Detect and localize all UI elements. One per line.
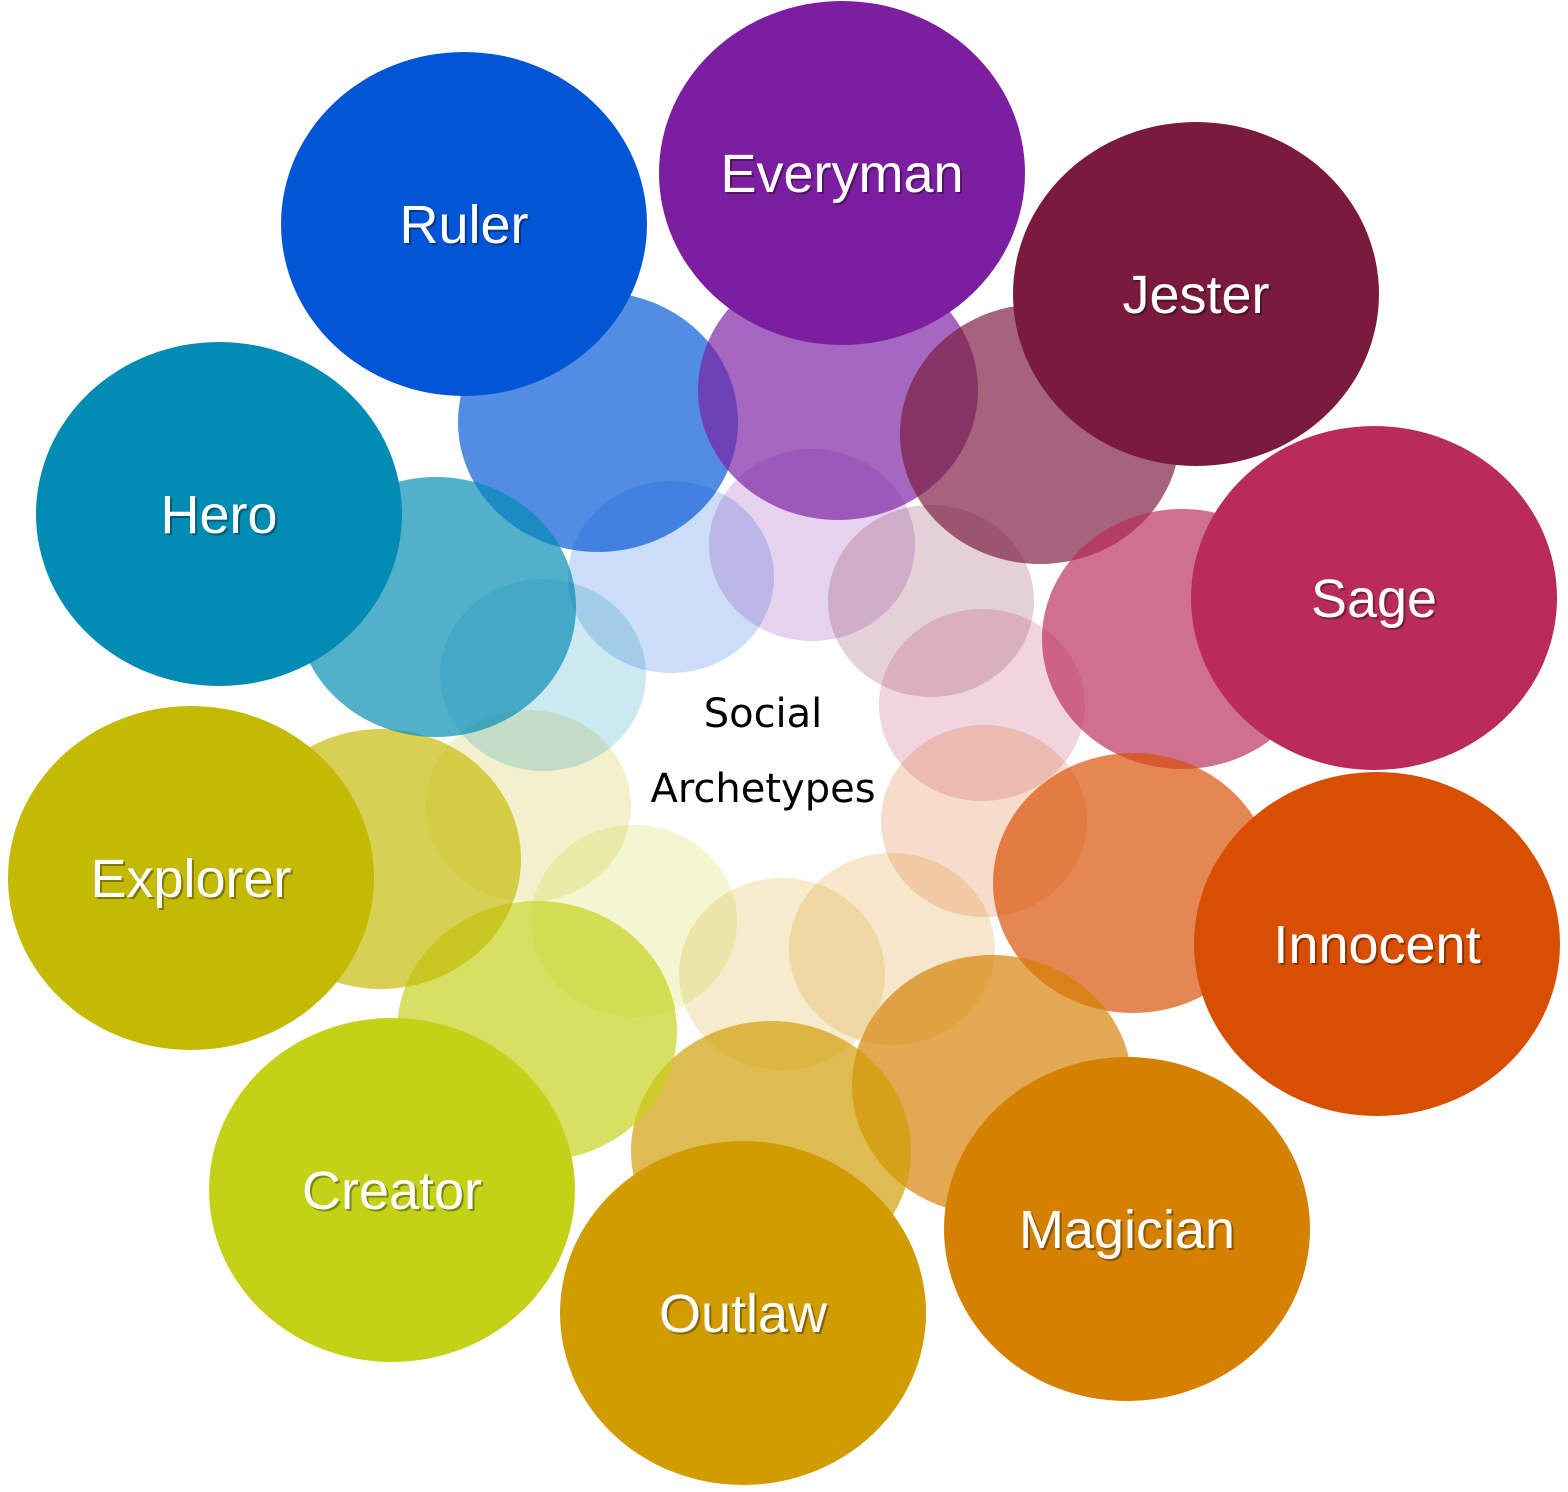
- archetype-circle-outlaw: [560, 1141, 926, 1485]
- archetype-label-shadow-outlaw: Outlaw: [661, 1286, 830, 1346]
- archetype-label-shadow-jester: Jester: [1124, 267, 1271, 327]
- archetype-label-outlaw: Outlaw: [659, 1284, 828, 1344]
- archetype-label-shadow-magician: Magician: [1021, 1202, 1237, 1262]
- archetype-label-shadow-ruler: Ruler: [401, 197, 530, 257]
- archetype-circle-creator: [209, 1018, 575, 1362]
- archetype-label-shadow-creator: Creator: [304, 1163, 484, 1223]
- faint-bubble-jester: [828, 505, 1034, 697]
- archetype-circle-magician: [944, 1057, 1310, 1401]
- center-label-line-1: Social: [704, 691, 823, 737]
- archetype-label-shadow-hero: Hero: [162, 487, 279, 547]
- archetype-circle-ruler: [281, 52, 647, 396]
- archetype-label-shadow-everyman: Everyman: [722, 146, 965, 206]
- center-label-line-2: Archetypes: [650, 766, 875, 812]
- archetype-label-shadow-sage: Sage: [1313, 571, 1439, 631]
- archetype-circle-explorer: [8, 706, 374, 1050]
- archetype-label-hero: Hero: [160, 485, 277, 545]
- outer-bubble-ring: RulerRulerEverymanEverymanJesterJesterSa…: [8, 1, 1560, 1485]
- archetype-circle-everyman: [659, 1, 1025, 345]
- archetype-label-shadow-innocent: Innocent: [1275, 917, 1482, 977]
- archetype-label-creator: Creator: [302, 1161, 482, 1221]
- archetype-label-magician: Magician: [1019, 1200, 1235, 1260]
- archetype-label-jester: Jester: [1122, 265, 1269, 325]
- faint-bubble-outlaw: [679, 878, 885, 1070]
- archetype-label-sage: Sage: [1311, 569, 1437, 629]
- archetype-label-explorer: Explorer: [90, 849, 291, 909]
- archetype-label-innocent: Innocent: [1273, 915, 1480, 975]
- archetype-circle-hero: [36, 342, 402, 686]
- archetype-circle-sage: [1191, 426, 1557, 770]
- archetype-circle-innocent: [1194, 772, 1560, 1116]
- archetype-circle-jester: [1013, 122, 1379, 466]
- faint-bubble-sage: [879, 609, 1085, 801]
- archetype-label-ruler: Ruler: [399, 195, 528, 255]
- archetype-label-shadow-explorer: Explorer: [92, 851, 293, 911]
- center-label: Social Archetypes: [650, 691, 875, 812]
- archetype-label-everyman: Everyman: [720, 144, 963, 204]
